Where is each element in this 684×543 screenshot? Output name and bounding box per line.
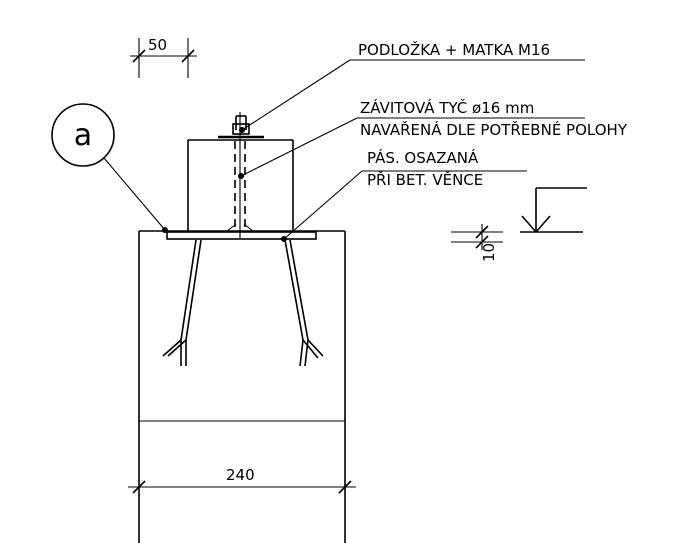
dimension-bottom-text: 240 xyxy=(226,466,255,484)
dimension-top-50: 50 xyxy=(130,36,197,78)
nut xyxy=(232,123,250,135)
dimension-bottom-240: 240 xyxy=(128,466,356,494)
detail-marker: a xyxy=(51,103,168,233)
label-plate-line1: PÁS. OSAZANÁ xyxy=(367,148,479,167)
dimension-top-text: 50 xyxy=(148,36,167,54)
label-washer-nut: PODLOŽKA + MATKA M16 xyxy=(358,40,550,59)
level-mark xyxy=(520,187,587,233)
dimension-side-10: 10 xyxy=(451,224,503,262)
label-rod-line2: NAVAŘENÁ DLE POTŘEBNÉ POLOHY xyxy=(360,120,628,139)
label-rod-line1: ZÁVITOVÁ TYČ ø16 mm xyxy=(360,98,534,117)
leader-threaded-rod: ZÁVITOVÁ TYČ ø16 mm NAVAŘENÁ DLE POTŘEBN… xyxy=(238,98,628,179)
concrete-column xyxy=(138,230,346,543)
label-plate-line2: PŘI BET. VĚNCE xyxy=(367,170,483,189)
detail-marker-text: a xyxy=(74,118,92,153)
dimension-side-text: 10 xyxy=(480,243,498,262)
anchor-left xyxy=(162,239,202,366)
leader-washer-nut: PODLOŽKA + MATKA M16 xyxy=(239,40,585,133)
leader-plate: PÁS. OSAZANÁ PŘI BET. VĚNCE xyxy=(281,148,527,242)
anchor-right xyxy=(284,239,324,367)
steel-plate xyxy=(166,231,317,240)
